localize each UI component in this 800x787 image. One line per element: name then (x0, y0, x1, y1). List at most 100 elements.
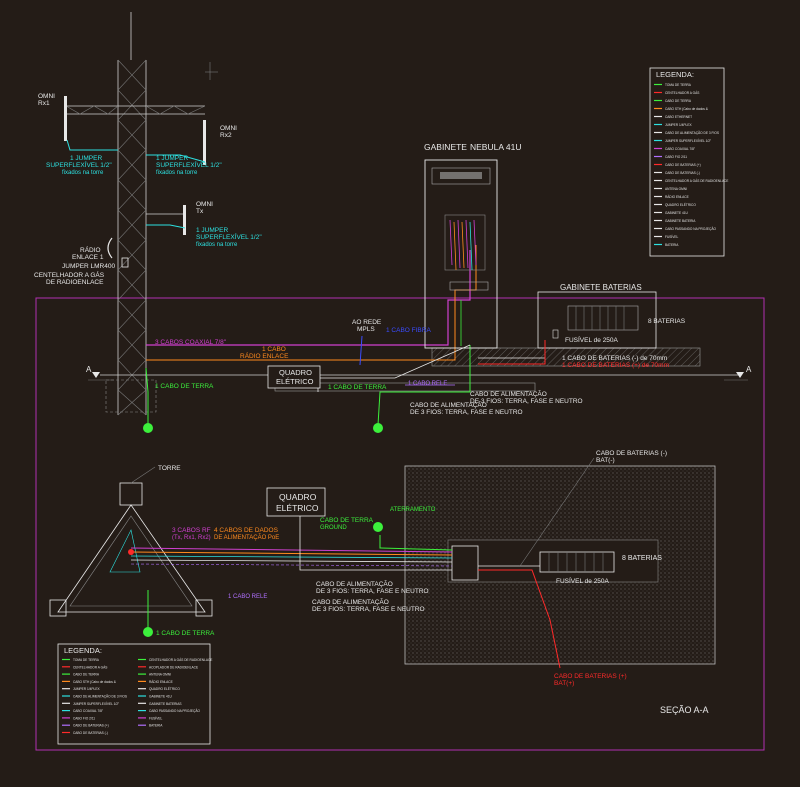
plan-footprint (404, 465, 716, 665)
legend-item: GABINETE 41U (665, 211, 689, 215)
legend-item: CABO DE TERRA (665, 99, 692, 103)
legend-item: CABO DE ALIMENTAÇÃO DE 3 FIOS (665, 130, 719, 135)
drawing-frame (35, 297, 765, 751)
legend-item: CABO ETHERNET (665, 115, 692, 119)
legend-item: CABO DE BATERIAS (+) (665, 163, 701, 167)
jumper-low-1: 1 JUMPER (196, 227, 228, 234)
legend-item: CENTELHADOR A GÁS DE RADIOENLACE (665, 179, 728, 183)
quadro-elev-2: ELÉTRICO (276, 377, 314, 386)
jumper-low-2: SUPERFLEXÍVEL 1/2" (196, 232, 262, 241)
legend-item: TOMA DE TERRA (665, 83, 692, 87)
terra-ground-2: GROUND (320, 525, 347, 531)
legend-item: QUADRO ELÉTRICO (149, 686, 180, 691)
fusivel-label: FUSÍVEL de 250A (565, 335, 619, 344)
legend-item: QUADRO ELÉTRICO (665, 202, 696, 207)
radio-label-2: ENLACE 1 (72, 254, 104, 261)
radio-label-1: RÁDIO (80, 245, 101, 254)
ground-cable-gabinete (377, 345, 471, 426)
rele-elev: 1 CABO RELE (408, 381, 447, 387)
legend-item: CABO PASSANDO NA PROJEÇÃO (149, 708, 200, 713)
quadro-plan-1: QUADRO (279, 492, 317, 502)
legend-item: JUMPER 1/4PLEX (665, 123, 692, 127)
alim-plan-2b: DE 3 FIOS: TERRA, FASE E NEUTRO (312, 606, 425, 613)
legend-item: GABINETE 41U (149, 695, 173, 699)
jumper-left-2: SUPERFLEXÍVEL 1/2" (46, 160, 112, 169)
plan-power-cable (299, 516, 452, 571)
legend-item: CENTELHADOR A GÁS (665, 91, 699, 95)
legend-item: CABO DE BATERIAS (-) (73, 731, 108, 735)
legend-item: JUMPER SUPERFLEXÍVEL 1/2" (665, 139, 711, 143)
legend-item: CABO DE BATERIAS (-) (665, 171, 700, 175)
omni-rx1-label: OMNI (38, 93, 55, 100)
jumper-left-3: fixados na torre (62, 170, 104, 176)
quadro-elev-1: QUADRO (279, 368, 312, 377)
bat-neg-2: BAT(-) (596, 457, 615, 464)
plan-jumper (130, 555, 453, 559)
alim-elev-2b: DE 3 FIOS: TERRA, FASE E NEUTRO (410, 409, 523, 416)
centelhador-icon (128, 549, 134, 555)
radio-cabo-2: RÁDIO ENLACE (240, 351, 289, 360)
plan-cable (130, 559, 453, 563)
legend-item: CABO DE BATERIAS (+) (73, 724, 109, 728)
rf-coaxial-cable (146, 250, 471, 346)
omni-tx-label: OMNI (196, 201, 213, 208)
legend-item: CABO DE TERRA (73, 673, 100, 677)
aterramento-label: ATERRAMENTO (390, 507, 436, 513)
jumper-low-3: fixados na torre (196, 242, 238, 248)
omni-rx2-sub: Rx2 (220, 132, 232, 139)
alim-plan-1a: CABO DE ALIMENTAÇÃO (316, 579, 393, 588)
centelhador-label-1: CENTELHADOR A GÁS (34, 270, 105, 279)
legend-top (649, 67, 725, 257)
legend-item: CABO PASSANDO NA PROJEÇÃO (665, 226, 716, 231)
quadro-plan-box (266, 487, 326, 517)
alim-plan-2a: CABO DE ALIMENTAÇÃO (312, 597, 389, 606)
jumper-left-1: 1 JUMPER (70, 155, 102, 162)
alim-elev-1a: CABO DE ALIMENTAÇÃO (470, 389, 547, 398)
elevation-ground (88, 347, 748, 413)
ground-cable-tower (145, 367, 149, 425)
plan-rele-cable (130, 563, 453, 567)
plan-baterias: 8 BATERIAS (622, 555, 662, 562)
legend-top-items: TOMA DE TERRA CENTELHADOR A GÁS CABO DE TE… (654, 83, 728, 247)
legend-item: CABO STH (Cabo de dados & (73, 680, 117, 684)
tower-plan (49, 482, 213, 617)
legend-item: CABO STH (Cabo de dados & (665, 107, 709, 111)
legend-item: FUSÍVEL (665, 235, 679, 239)
coaxial-label: 3 CABOS COAXIAL 7/8" (155, 339, 227, 346)
rede-label-1: AO REDE (352, 319, 382, 326)
omni-rx2-label: OMNI (220, 125, 237, 132)
dados-label-1: 4 CABOS DE DADOS (214, 527, 279, 534)
baterias-count: 8 BATERIAS (648, 318, 686, 325)
rele-plan: 1 CABO RELE (228, 594, 267, 600)
bat-pos-1: CABO DE BATERIAS (+) (554, 673, 627, 680)
ground-rod-icon (143, 627, 153, 637)
baterias-title: GABINETE BATERIAS (560, 283, 642, 292)
legend-item: JUMPER 1/4PLEX (73, 687, 100, 691)
radio-cabo-1: 1 CABO (262, 346, 286, 353)
legend-item: CABO FIO 2/11 (665, 155, 687, 159)
section-a-left: A (86, 365, 92, 374)
plan-fusivel: FUSÍVEL de 250A (556, 576, 610, 585)
legend-bottom (57, 643, 211, 745)
bat-pos-2: BAT(+) (554, 680, 574, 687)
jumper-mid-3: fixados na torre (156, 170, 198, 176)
torre-label: TORRE (158, 465, 181, 472)
alim-elev-2a: CABO DE ALIMENTAÇÃO (410, 400, 487, 409)
terra-ground-1: CABO DE TERRA (320, 517, 374, 524)
section-marker-icon (736, 372, 744, 378)
cabo-bat-neg: 1 CABO DE BATERIAS (-) de 70mm (562, 355, 667, 362)
secao-label: SEÇÃO A-A (660, 705, 709, 715)
terra-plan: 1 CABO DE TERRA (156, 630, 215, 637)
rf-label-1: 3 CABOS RF (172, 527, 211, 534)
terra-elev-1: 1 CABO DE TERRA (155, 383, 214, 390)
gabinete-title: GABINETE (424, 142, 467, 152)
cabo-bat-pos: 1 CABO DE BATERIAS (+) de 70mm (562, 362, 669, 369)
mpls-fiber-cable (359, 335, 363, 366)
legend-item: BATERIA (665, 243, 679, 247)
legend-item: JUMPER SUPERFLEXÍVEL 1/2" (73, 702, 119, 706)
ground-rod-icon (373, 423, 383, 433)
tower-elevation (64, 12, 218, 416)
section-a-right: A (746, 365, 752, 374)
